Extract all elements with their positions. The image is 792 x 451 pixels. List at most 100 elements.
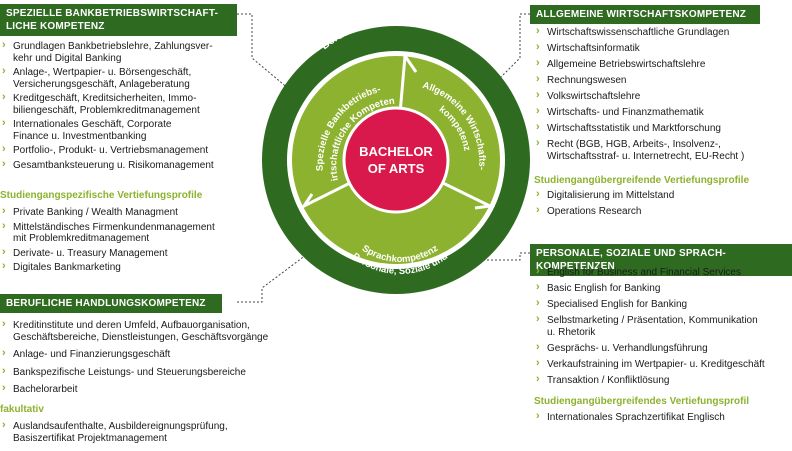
list-item-text: Derivate- u. Treasury Management [13,247,168,259]
list-item-text: Specialised English for Banking [547,299,688,310]
list-item-text: Volkswirtschaftslehre [547,91,641,102]
bank-profiles-label: Studiengangspezifische Vertiefungsprofil… [0,190,203,201]
chevron-right-icon: › [536,356,540,369]
list-item-text-cont: biliengeschäft, Problemkreditmanagement [13,104,200,116]
connector-left-top [237,13,303,101]
chevron-right-icon: › [536,121,540,133]
list-item-text-cont: Finance u. Investmentbanking [13,130,147,142]
chevron-right-icon: › [2,219,6,232]
economics-competence-header: ALLGEMEINE WIRTSCHAFTSKOMPETENZ [530,5,760,24]
optional-label: fakultativ [0,404,44,415]
chevron-right-icon: › [2,157,6,170]
list-item-text: Wirtschaftsinformatik [547,43,640,54]
economics-competence-list: ›Wirtschaftswissenschaftliche Grundlagen… [534,25,792,167]
chevron-right-icon: › [536,281,540,293]
chevron-right-icon: › [536,313,540,325]
social-profile-list: ›Internationales Sprachzertifikat Englis… [534,410,792,428]
list-item: › Allgemeine Betriebswirtschaftslehre [534,57,792,71]
list-item-text: Mittelständisches Firmenkundenmanagement [13,221,215,233]
list-item: ›Private Banking / Wealth Managment [0,205,250,219]
list-item-text: Recht (BGB, HGB, Arbeits-, Insolvenz-, [547,139,721,150]
chevron-right-icon: › [536,265,540,277]
list-item: ›Wirtschaftsinformatik [534,41,792,55]
list-item-text: Bachelorarbeit [13,384,78,395]
list-item-text-cont: mit Problemkreditmanagement [13,233,150,244]
list-item-text: Digitales Bankmarketing [13,262,121,273]
list-item-text: Kreditinstitute und deren Umfeld, Aufbau… [13,320,250,331]
chevron-right-icon: › [2,318,6,330]
bank-competence-header-line1: SPEZIELLE BANKBETRIEBSWIRTSCHAFT- [6,8,219,19]
chevron-right-icon: › [536,410,540,422]
bank-competence-header: SPEZIELLE BANKBETRIEBSWIRTSCHAFT- LICHE … [0,4,237,36]
chevron-right-icon: › [536,25,540,37]
list-item-text: Bankspezifische Leistungs- und Steuerung… [13,366,246,378]
list-item-text: English for Business and Financial Servi… [547,267,741,278]
chevron-right-icon: › [536,57,540,69]
chevron-right-icon: › [536,204,540,216]
center-circle [342,106,450,214]
chevron-right-icon: › [2,91,6,103]
list-item: › Basic English for Banking [534,281,792,295]
center-line1: BACHELOR [359,144,433,159]
list-item: ›Kreditgeschäft, Kreditsicherheiten, Imm… [0,91,250,116]
list-item-text: Wirtschafts- und Finanzmathematik [547,107,704,118]
list-item-text-cont: Versicherungsgeschäft, Anlageberatung [13,78,190,90]
list-item-text-cont: Wirtschaftsstraf- u. Internetrecht, EU-R… [547,150,745,162]
center-line2: OF ARTS [368,161,425,176]
list-item: ›Volkswirtschaftslehre [534,89,792,103]
list-item-text: Basic English for Banking [547,283,661,294]
professional-competence-list: › Kreditinstitute und deren Umfeld, Aufba… [0,318,270,402]
list-item-text-cont: u. Rhetorik [547,326,596,338]
list-item-text: Allgemeine Betriebswirtschaftslehre [547,59,706,70]
chevron-right-icon: › [2,39,6,51]
list-item: ›Grundlagen Bankbetriebslehre, Zahlungsv… [0,39,250,64]
economics-profiles-label: Studiengangübergreifende Vertiefungsprof… [534,175,750,186]
list-item: ›Digitales Bankmarketing [0,260,250,274]
chevron-right-icon: › [2,382,6,394]
list-item: › Kreditinstitute und deren Umfeld, Aufba… [0,318,270,343]
chevron-right-icon: › [2,65,6,77]
chevron-right-icon: › [536,105,540,117]
list-item: › Wirtschaftsstatistik und Marktforschung [534,121,792,135]
connector-right-bottom [419,249,530,261]
list-item-text: Digitalisierung im Mittelstand [547,190,675,201]
chevron-right-icon: › [536,73,540,85]
list-item-text: Verkaufstraining im Wertpapier- u. Kredi… [547,358,765,370]
chevron-right-icon: › [2,245,6,258]
chevron-right-icon: › [2,364,6,377]
list-item-text: Gesprächs- u. Verhandlungsführung [547,342,708,354]
chevron-right-icon: › [536,372,540,385]
list-item: › Anlage-, Wertpapier- u. Börsengeschäft,… [0,65,250,90]
list-item: › English for Business and Financial Serv… [534,265,792,279]
list-item-text: Anlage-, Wertpapier- u. Börsengeschäft, [13,67,192,78]
list-item: › Bachelorarbeit [0,382,270,396]
list-item-text: Anlage- und Finanzierungsgeschäft [13,349,171,360]
list-item: ›Wirtschaftswissenschaftliche Grundlagen [534,25,792,39]
list-item-text: Gesamtbanksteuerung u. Risikomanagement [13,159,214,171]
list-item: › Recht (BGB, HGB, Arbeits-, Insolvenz-,W… [534,137,792,162]
list-item: › Selbstmarketing / Präsentation, Kommuni… [534,313,792,338]
bank-competence-header-line2: LICHE KOMPETENZ [6,21,105,32]
list-item-text: Wirtschaftsstatistik und Marktforschung [547,123,721,134]
chevron-right-icon: › [536,297,540,309]
list-item-text: Selbstmarketing / Präsentation, Kommunik… [547,315,758,326]
chevron-right-icon: › [536,137,540,149]
chevron-right-icon: › [2,347,6,359]
list-item-text: Internationales Geschäft, Corporate [13,119,172,130]
list-item-text: Rechnungswesen [547,75,627,86]
list-item-text: Operations Research [547,206,642,217]
chevron-right-icon: › [2,117,6,129]
bank-profiles-list: ›Private Banking / Wealth Managment›Mitt… [0,205,250,277]
list-item-text-cont: Basiszertifikat Projektmanagement [13,432,167,444]
chevron-right-icon: › [536,340,540,353]
list-item: › Gesprächs- u. Verhandlungsführung [534,340,792,355]
list-item: › Gesamtbanksteuerung u. Risikomanagement [0,157,250,172]
list-item: ›Transaktion / Konfliktlösung [534,372,792,387]
list-item-text: Portfolio-, Produkt- u. Vertriebsmanagem… [13,145,209,156]
list-item: › Mittelständisches Firmenkundenmanagemen… [0,219,250,245]
list-item: ›Portfolio-, Produkt- u. Vertriebsmanage… [0,143,250,157]
economics-profiles-list: ›Digitalisierung im Mittelstand›Operatio… [534,188,792,222]
list-item-text-cont: kehr und Digital Banking [13,52,122,64]
list-item: › Bankspezifische Leistungs- und Steuerun… [0,364,270,379]
